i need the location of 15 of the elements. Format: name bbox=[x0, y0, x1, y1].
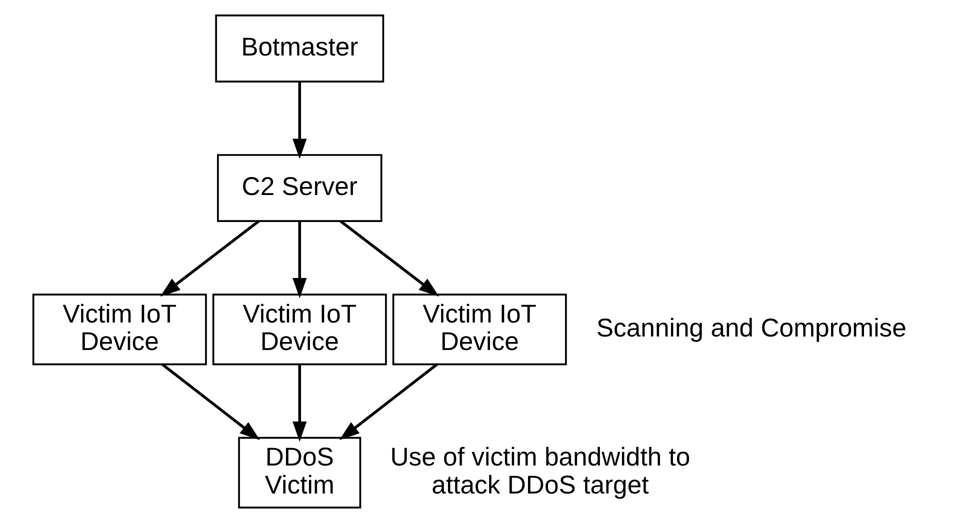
label: Scanning and Compromise bbox=[596, 314, 906, 342]
arrow bbox=[160, 220, 260, 297]
arrow bbox=[338, 363, 438, 440]
node-box: Victim IoT Device bbox=[212, 294, 386, 366]
arrow bbox=[160, 363, 260, 440]
node-box: DDoS Victim bbox=[238, 436, 361, 509]
node-box: Victim IoT Device bbox=[392, 294, 566, 366]
node-box: Botmaster bbox=[214, 14, 384, 82]
arrow bbox=[292, 364, 306, 442]
label: Use of victim bandwidth to attack DDoS target bbox=[390, 444, 690, 500]
node-box: Victim IoT Device bbox=[32, 294, 206, 366]
arrow bbox=[339, 220, 439, 297]
node-box: C2 Server bbox=[216, 154, 382, 222]
arrow bbox=[292, 82, 306, 160]
arrow bbox=[292, 221, 306, 298]
